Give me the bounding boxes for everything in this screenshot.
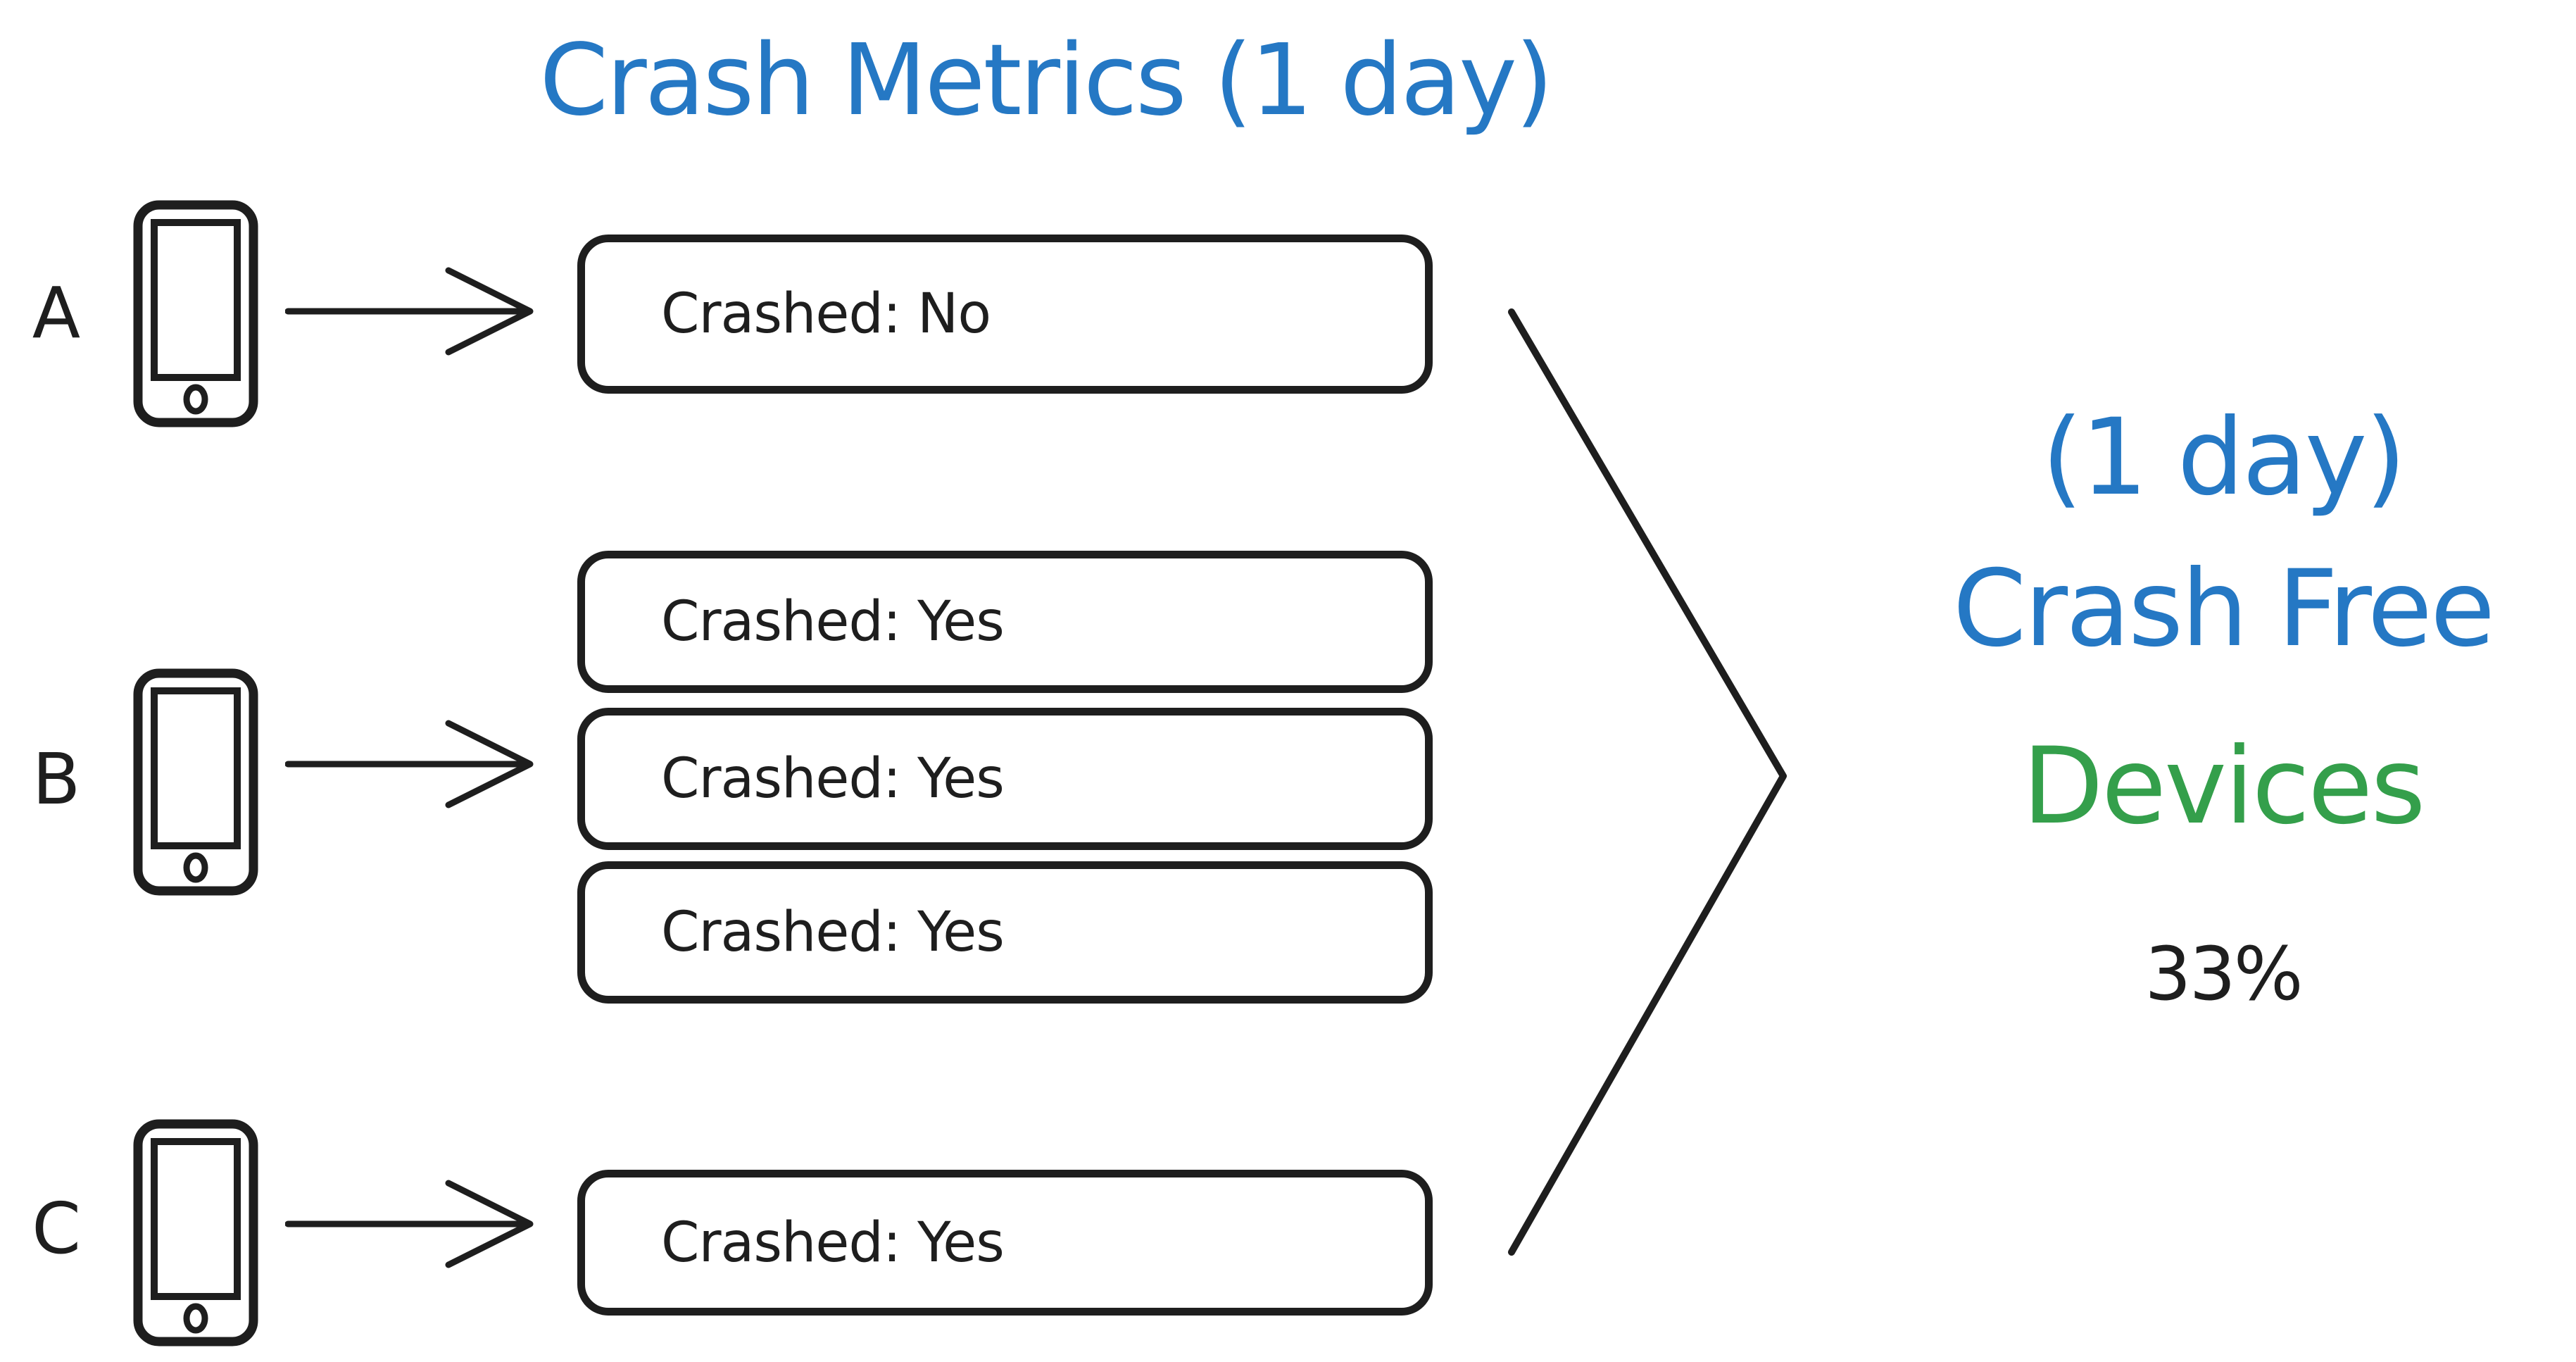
session-box: Crashed: Yes [577,551,1433,693]
device-label-c: C [32,1187,81,1270]
device-label-a: A [32,272,81,354]
phone-icon [132,1118,259,1347]
session-box: Crashed: Yes [577,861,1433,1004]
merge-chevron-icon [1493,296,1802,1275]
arrow-right-icon [285,1168,539,1280]
session-box: Crashed: No [577,235,1433,394]
result-metric: Crash Free [1952,548,2496,670]
result-period: (1 day) [2041,396,2406,519]
device-label-b: B [32,738,81,820]
arrow-right-icon [285,708,539,820]
session-status: Crashed: Yes [661,590,1005,654]
session-status: Crashed: Yes [661,747,1005,811]
session-status: Crashed: No [661,282,991,346]
page-title: Crash Metrics (1 day) [539,23,1553,138]
arrow-right-icon [285,255,539,368]
result-value: 33% [2144,931,2303,1017]
phone-icon [132,199,259,428]
session-box: Crashed: Yes [577,1170,1433,1316]
session-box: Crashed: Yes [577,708,1433,850]
session-status: Crashed: Yes [661,901,1005,964]
session-status: Crashed: Yes [661,1211,1005,1275]
result-unit: Devices [2022,725,2425,848]
phone-icon [132,668,259,896]
